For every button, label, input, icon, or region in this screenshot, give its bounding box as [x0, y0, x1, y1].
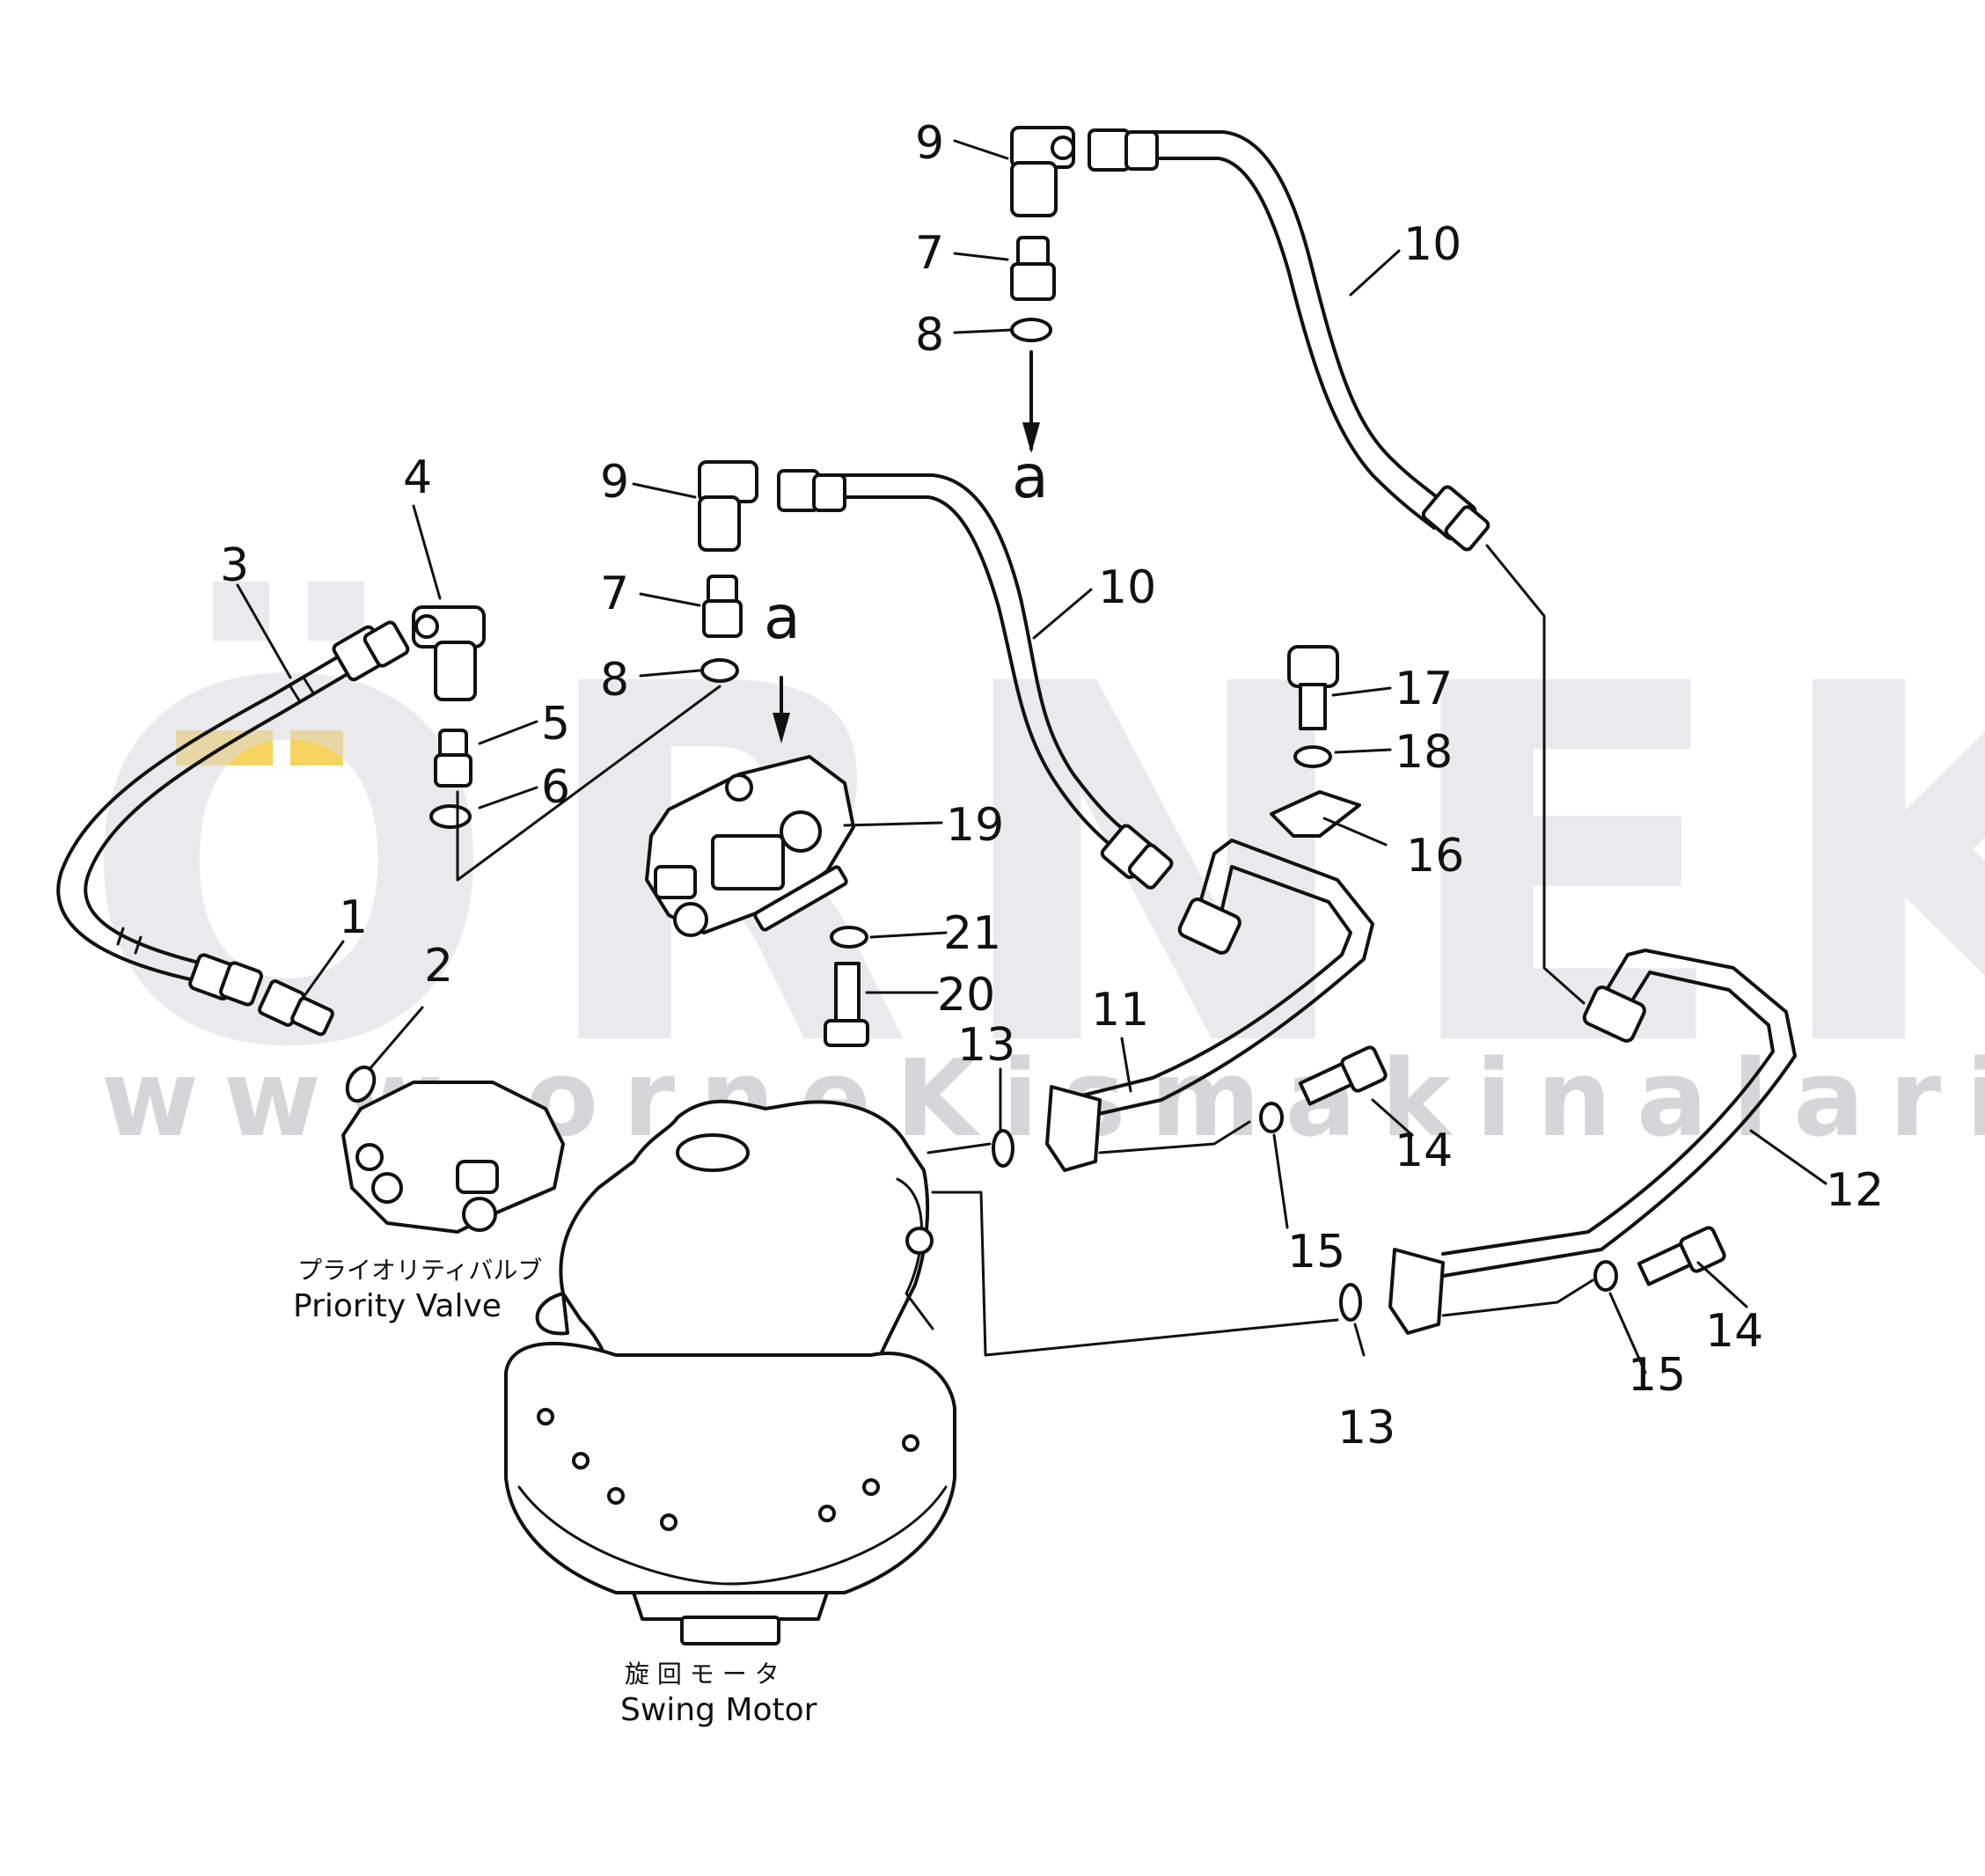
callout-3: 3 [220, 539, 249, 592]
callout-18: 18 [1395, 726, 1453, 779]
callout-20: 20 [937, 969, 995, 1022]
washer-15-a [1259, 1102, 1284, 1133]
callout-21: 21 [943, 907, 1001, 960]
leader-10-to-12 [1485, 544, 1586, 1005]
arrow-a-top-head [1022, 422, 1040, 453]
callout-8-mid: 8 [600, 654, 629, 707]
o-ring-8-top [1010, 318, 1052, 342]
callout-1: 1 [339, 891, 368, 944]
bolt-14-b [1637, 1226, 1726, 1286]
callout-12: 12 [1826, 1164, 1884, 1217]
callout-8-top: 8 [915, 309, 944, 362]
watermark-brand: ÖRNEK [79, 576, 1985, 1155]
adapter-5 [434, 729, 472, 788]
washer-15-b [1593, 1260, 1618, 1292]
callout-9-mid: 9 [600, 456, 629, 509]
callout-9-top: 9 [915, 117, 944, 170]
clamp-16 [1270, 790, 1361, 838]
tube-12 [1388, 949, 1797, 1335]
callout-10-top: 10 [1403, 218, 1461, 271]
callout-6: 6 [541, 761, 570, 814]
callout-10-mid: 10 [1098, 561, 1156, 614]
callout-5: 5 [541, 698, 570, 751]
bolt-14-a [1298, 1045, 1388, 1106]
callout-13-b: 13 [1337, 1402, 1395, 1455]
callout-19: 19 [946, 799, 1004, 852]
priority-valve [341, 1081, 565, 1234]
callout-15-a: 15 [1287, 1226, 1345, 1279]
component-captions: プライオリティバルブ Priority Valve 旋 回 モ ー タ Swin… [293, 1256, 817, 1728]
callout-17: 17 [1395, 663, 1453, 715]
hose-3 [56, 620, 410, 1007]
bolt-20 [824, 962, 869, 1047]
callout-16: 16 [1406, 830, 1464, 883]
callout-7-top: 7 [915, 227, 944, 280]
adapter-7-mid [702, 575, 743, 638]
callout-14-a: 14 [1395, 1125, 1453, 1177]
valve-block-19 [645, 755, 855, 937]
leader-motor-to-13b [931, 1191, 1339, 1357]
adapter-1 [258, 979, 334, 1037]
callout-leaders [236, 139, 1828, 1374]
callout-14-b: 14 [1705, 1305, 1763, 1358]
callout-7-mid: 7 [600, 568, 629, 620]
hose-10-top [1088, 128, 1491, 552]
bolt-17 [1287, 645, 1339, 730]
washer-18 [1293, 745, 1332, 768]
elbow-9-mid [698, 460, 758, 552]
swing-motor-label-jp: 旋 回 モ ー タ [625, 1660, 780, 1689]
callout-4: 4 [403, 451, 432, 504]
o-ring-8-mid [700, 658, 739, 683]
arrow-a-mid-head [773, 713, 790, 744]
o-ring-6 [429, 804, 472, 829]
callout-13-a: 13 [957, 1019, 1015, 1072]
callout-2: 2 [424, 940, 453, 993]
o-ring-2 [345, 1065, 377, 1103]
callout-11: 11 [1091, 984, 1149, 1037]
tube-11 [1045, 839, 1374, 1172]
callout-15-b: 15 [1628, 1349, 1686, 1402]
watermark-accent-right [290, 730, 343, 766]
hose-10-mid [777, 469, 1174, 890]
view-marker-a-top: a [1012, 443, 1049, 512]
priority-valve-label-jp: プライオリティバルブ [297, 1256, 542, 1285]
callout-labels: 3 4 5 6 1 2 9 7 8 a 10 9 7 8 a 10 19 21 … [220, 117, 1884, 1455]
leader-motor-to-13a [927, 1142, 992, 1154]
o-ring-13-a [992, 1129, 1014, 1168]
view-marker-a-mid: a [764, 583, 801, 653]
priority-valve-label-en: Priority Valve [293, 1288, 502, 1324]
swing-motor [504, 1099, 956, 1645]
o-ring-13-b [1339, 1283, 1362, 1322]
elbow-4 [412, 605, 486, 701]
swing-motor-label-en: Swing Motor [620, 1692, 817, 1728]
leader-8-to-6 [456, 685, 721, 882]
adapter-7-top [1010, 236, 1056, 301]
elbow-9-top [1010, 126, 1075, 217]
washer-21 [830, 926, 868, 949]
